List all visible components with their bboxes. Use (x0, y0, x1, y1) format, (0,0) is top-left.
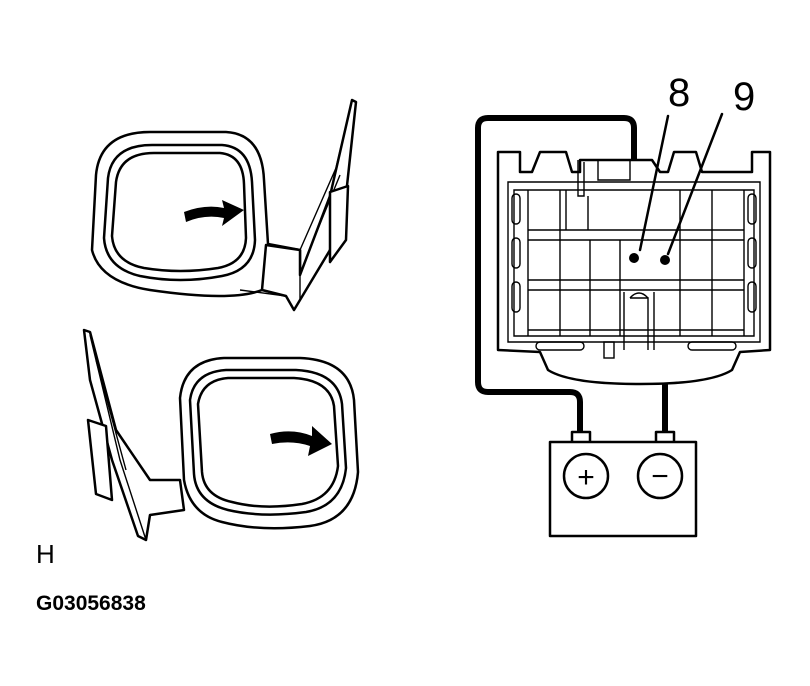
callout-8: 8 (668, 71, 690, 115)
battery-icon: + − (548, 430, 698, 538)
figure-code: G03056838 (36, 592, 146, 615)
upper-side-mirror-icon (90, 98, 358, 312)
upper-curved-arrow-icon (184, 200, 244, 226)
positive-sign: + (577, 461, 595, 494)
lower-side-mirror-icon (82, 328, 360, 542)
negative-sign: − (651, 460, 669, 493)
lower-curved-arrow-icon (270, 426, 332, 456)
mirror-connector-icon (496, 150, 772, 386)
view-letter: H (36, 539, 55, 569)
callout-9: 9 (733, 75, 755, 119)
